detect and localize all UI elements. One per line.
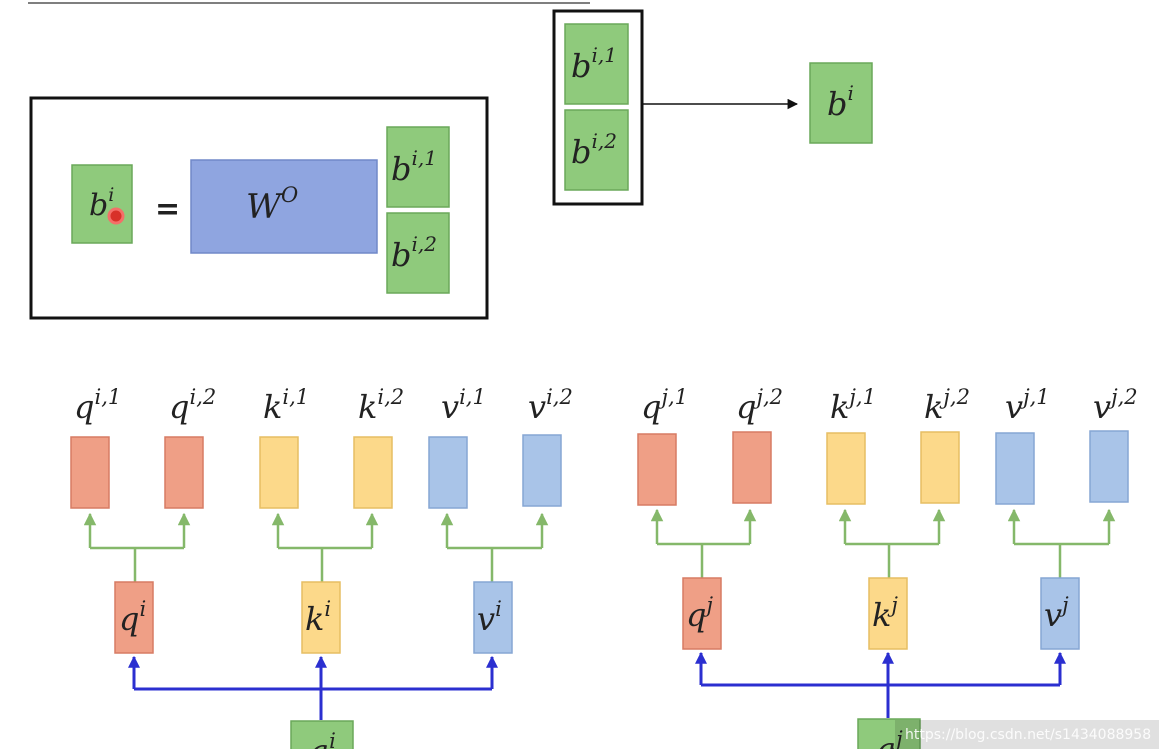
head-box-v-j-2 (1089, 430, 1129, 503)
head-box-q-i-1 (70, 436, 110, 509)
head-box-v-i-2 (522, 434, 562, 507)
equation-panel: bi = WO bi,1 bi,2 (29, 96, 489, 320)
head-box-v-i-1 (428, 436, 468, 509)
parent-box-q-i (114, 581, 154, 654)
vector-top-box (386, 126, 450, 208)
head-label-q-j-2: qj,2 (736, 385, 783, 426)
head-label-k-j-1: kj,1 (830, 385, 876, 426)
head-label-q-j-1: qj,1 (641, 385, 688, 426)
output-b-label: bi (89, 184, 114, 223)
parent-label-q-j: qj (686, 593, 713, 634)
head-box-k-i-2 (353, 436, 393, 509)
concat-bottom-label: bi,2 (571, 129, 617, 171)
parent-label-v-i: vi (477, 597, 502, 638)
weight-matrix-label: WO (246, 183, 298, 227)
concat-top-label: bi,1 (571, 43, 617, 85)
head-label-k-j-2: kj,2 (924, 385, 970, 426)
concat-result-box (809, 62, 873, 144)
concat-panel: bi,1 bi,2 bi (552, 9, 873, 206)
head-label-k-i-2: ki,2 (358, 385, 404, 426)
vector-bottom-box (386, 212, 450, 294)
watermark-text: https://blog.csdn.net/s1434088958 (905, 727, 1151, 743)
parent-label-q-i: qi (119, 597, 146, 638)
input-line-j (701, 683, 1060, 718)
cursor-dot (107, 207, 125, 225)
equation-frame (29, 96, 489, 320)
input-box-a-j (857, 718, 921, 749)
head-label-q-i-2: qi,2 (169, 385, 216, 426)
head-box-k-j-2 (920, 431, 960, 504)
split-line-v-j (1014, 542, 1109, 578)
head-group-j: qj,1 qj,2 kj,1 kj,2 vj,1 vj,2 (637, 385, 1138, 749)
watermark-backdrop (895, 720, 1159, 749)
vector-bottom-label: bi,2 (391, 232, 437, 274)
input-label-a-i: ai (310, 729, 336, 749)
parent-label-v-j: vj (1044, 593, 1069, 634)
concat-top-box (564, 23, 629, 105)
parent-box-v-i (473, 581, 513, 654)
split-line-k-i (278, 546, 372, 582)
parent-box-k-j (868, 577, 908, 650)
head-label-v-j-2: vj,2 (1093, 385, 1138, 426)
concat-result-label: bi (827, 81, 854, 123)
concat-bottom-box (564, 109, 629, 191)
split-line-v-i (447, 546, 542, 582)
output-b-box (71, 164, 133, 244)
input-label-a-j: aj (877, 727, 903, 749)
head-box-q-j-1 (637, 433, 677, 506)
parent-box-v-j (1040, 577, 1080, 650)
split-line-q-j (657, 542, 750, 578)
parent-label-k-i: ki (305, 597, 331, 638)
head-label-v-i-2: vi,2 (528, 385, 573, 426)
equals-sign: = (155, 192, 180, 227)
input-line-i (134, 687, 492, 720)
head-box-v-j-1 (995, 432, 1035, 505)
head-label-q-i-1: qi,1 (74, 385, 121, 426)
vector-top-label: bi,1 (391, 146, 437, 188)
head-box-q-j-2 (732, 431, 772, 504)
parent-box-q-j (682, 577, 722, 650)
parent-box-k-i (301, 581, 341, 654)
parent-label-k-j: kj (872, 593, 898, 634)
concat-frame (552, 9, 644, 206)
weight-matrix-box (190, 159, 378, 254)
split-line-k-j (845, 542, 939, 578)
head-box-k-j-1 (826, 432, 866, 505)
head-group-i: qi,1 qi,2 ki,1 ki,2 vi,1 vi,2 (70, 385, 573, 749)
head-label-v-i-1: vi,1 (441, 385, 486, 426)
head-box-q-i-2 (164, 436, 204, 509)
head-box-k-i-1 (259, 436, 299, 509)
head-label-v-j-1: vj,1 (1005, 385, 1050, 426)
input-box-a-i (290, 720, 354, 749)
split-line-q-i (90, 546, 184, 582)
head-label-k-i-1: ki,1 (263, 385, 309, 426)
